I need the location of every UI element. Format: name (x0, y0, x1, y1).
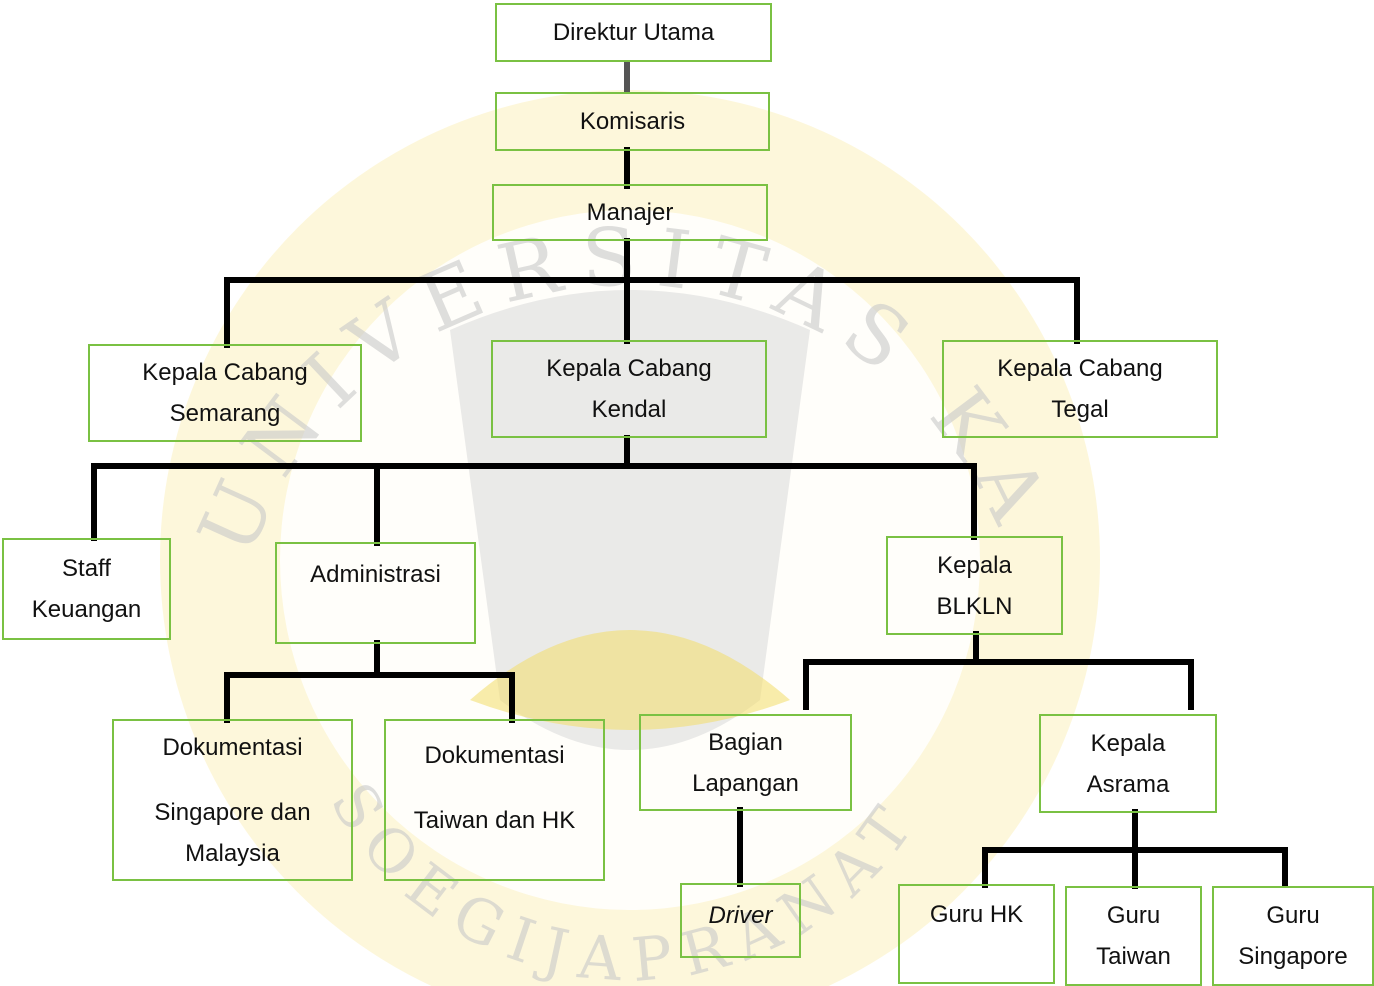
box-dokumentasi-taiwan: Dokumentasi Taiwan dan HK (384, 719, 605, 881)
label-kepala-asrama-1: Kepala (1090, 729, 1166, 757)
connector-blkln-lapangan (803, 631, 979, 710)
label-dok-sg-1: Dokumentasi (162, 733, 303, 761)
box-administrasi: Administrasi (275, 542, 476, 644)
label-guru-taiwan-2: Taiwan (1096, 943, 1171, 970)
label-manajer: Manajer (586, 199, 674, 226)
connector-kendal-staff-bus (91, 463, 977, 541)
label-dok-sg-4: Malaysia (185, 839, 280, 867)
box-driver: Driver (680, 883, 801, 958)
seal-lotus (470, 630, 790, 730)
box-manajer: Manajer (492, 184, 768, 241)
label-bagian-lapangan-2: Lapangan (692, 769, 799, 797)
box-guru-singapore: Guru Singapore (1212, 886, 1374, 986)
box-kepala-blkln: Kepala BLKLN (886, 536, 1063, 635)
connector-asrama-guru-bus (982, 847, 1288, 888)
label-staff-keuangan-2: Keuangan (31, 596, 142, 623)
label-guru-singapore-2: Singapore (1238, 943, 1348, 970)
connector-blkln-asrama (973, 659, 1194, 710)
seal-shield (450, 290, 810, 750)
box-direktur-utama: Direktur Utama (495, 3, 772, 62)
label-administrasi: Administrasi (310, 561, 441, 588)
label-kepala-blkln-2: BLKLN (936, 592, 1013, 620)
label-direktur-utama: Direktur Utama (552, 19, 715, 46)
label-kepala-asrama-2: Asrama (1086, 770, 1170, 798)
box-komisaris: Komisaris (495, 92, 770, 151)
label-komisaris: Komisaris (579, 108, 686, 135)
box-dokumentasi-singapore: Dokumentasi Singapore dan Malaysia (112, 719, 353, 881)
connector-admin-dok-sg (224, 640, 380, 723)
label-guru-hk: Guru HK (929, 901, 1024, 928)
box-guru-hk: Guru HK (898, 884, 1055, 984)
label-dok-sg-3: Singapore dan (154, 798, 311, 826)
box-bagian-lapangan: Bagian Lapangan (639, 714, 852, 811)
label-staff-keuangan-1: Staff (62, 555, 111, 582)
label-guru-singapore-1: Guru (1266, 902, 1320, 929)
box-staff-keuangan: Staff Keuangan (2, 538, 171, 640)
label-bagian-lapangan-1: Bagian (708, 728, 783, 756)
label-kepala-blkln-1: Kepala (937, 551, 1012, 579)
label-kc-tegal-1: Kepala Cabang (997, 355, 1163, 382)
label-guru-taiwan-1: Guru (1106, 902, 1161, 929)
label-kc-semarang-1: Kepala Cabang (142, 359, 308, 386)
label-kc-kendal-1: Kepala Cabang (546, 355, 712, 382)
connector-manajer-cabang-bus (224, 277, 1080, 348)
box-kepala-cabang-semarang: Kepala Cabang Semarang (88, 344, 362, 442)
label-kc-semarang-2: Semarang (169, 400, 281, 427)
box-kepala-cabang-kendal: Kepala Cabang Kendal (491, 340, 767, 438)
label-kc-tegal-2: Tegal (1051, 396, 1109, 423)
label-dok-tw-3: Taiwan dan HK (413, 807, 576, 834)
label-kc-kendal-2: Kendal (591, 396, 667, 423)
label-driver: Driver (708, 902, 773, 929)
box-kepala-asrama: Kepala Asrama (1039, 714, 1217, 813)
box-guru-taiwan: Guru Taiwan (1065, 886, 1202, 986)
connector-admin-dok-tw (374, 672, 515, 723)
label-dok-tw-1: Dokumentasi (424, 742, 565, 769)
box-kepala-cabang-tegal: Kepala Cabang Tegal (942, 340, 1218, 438)
